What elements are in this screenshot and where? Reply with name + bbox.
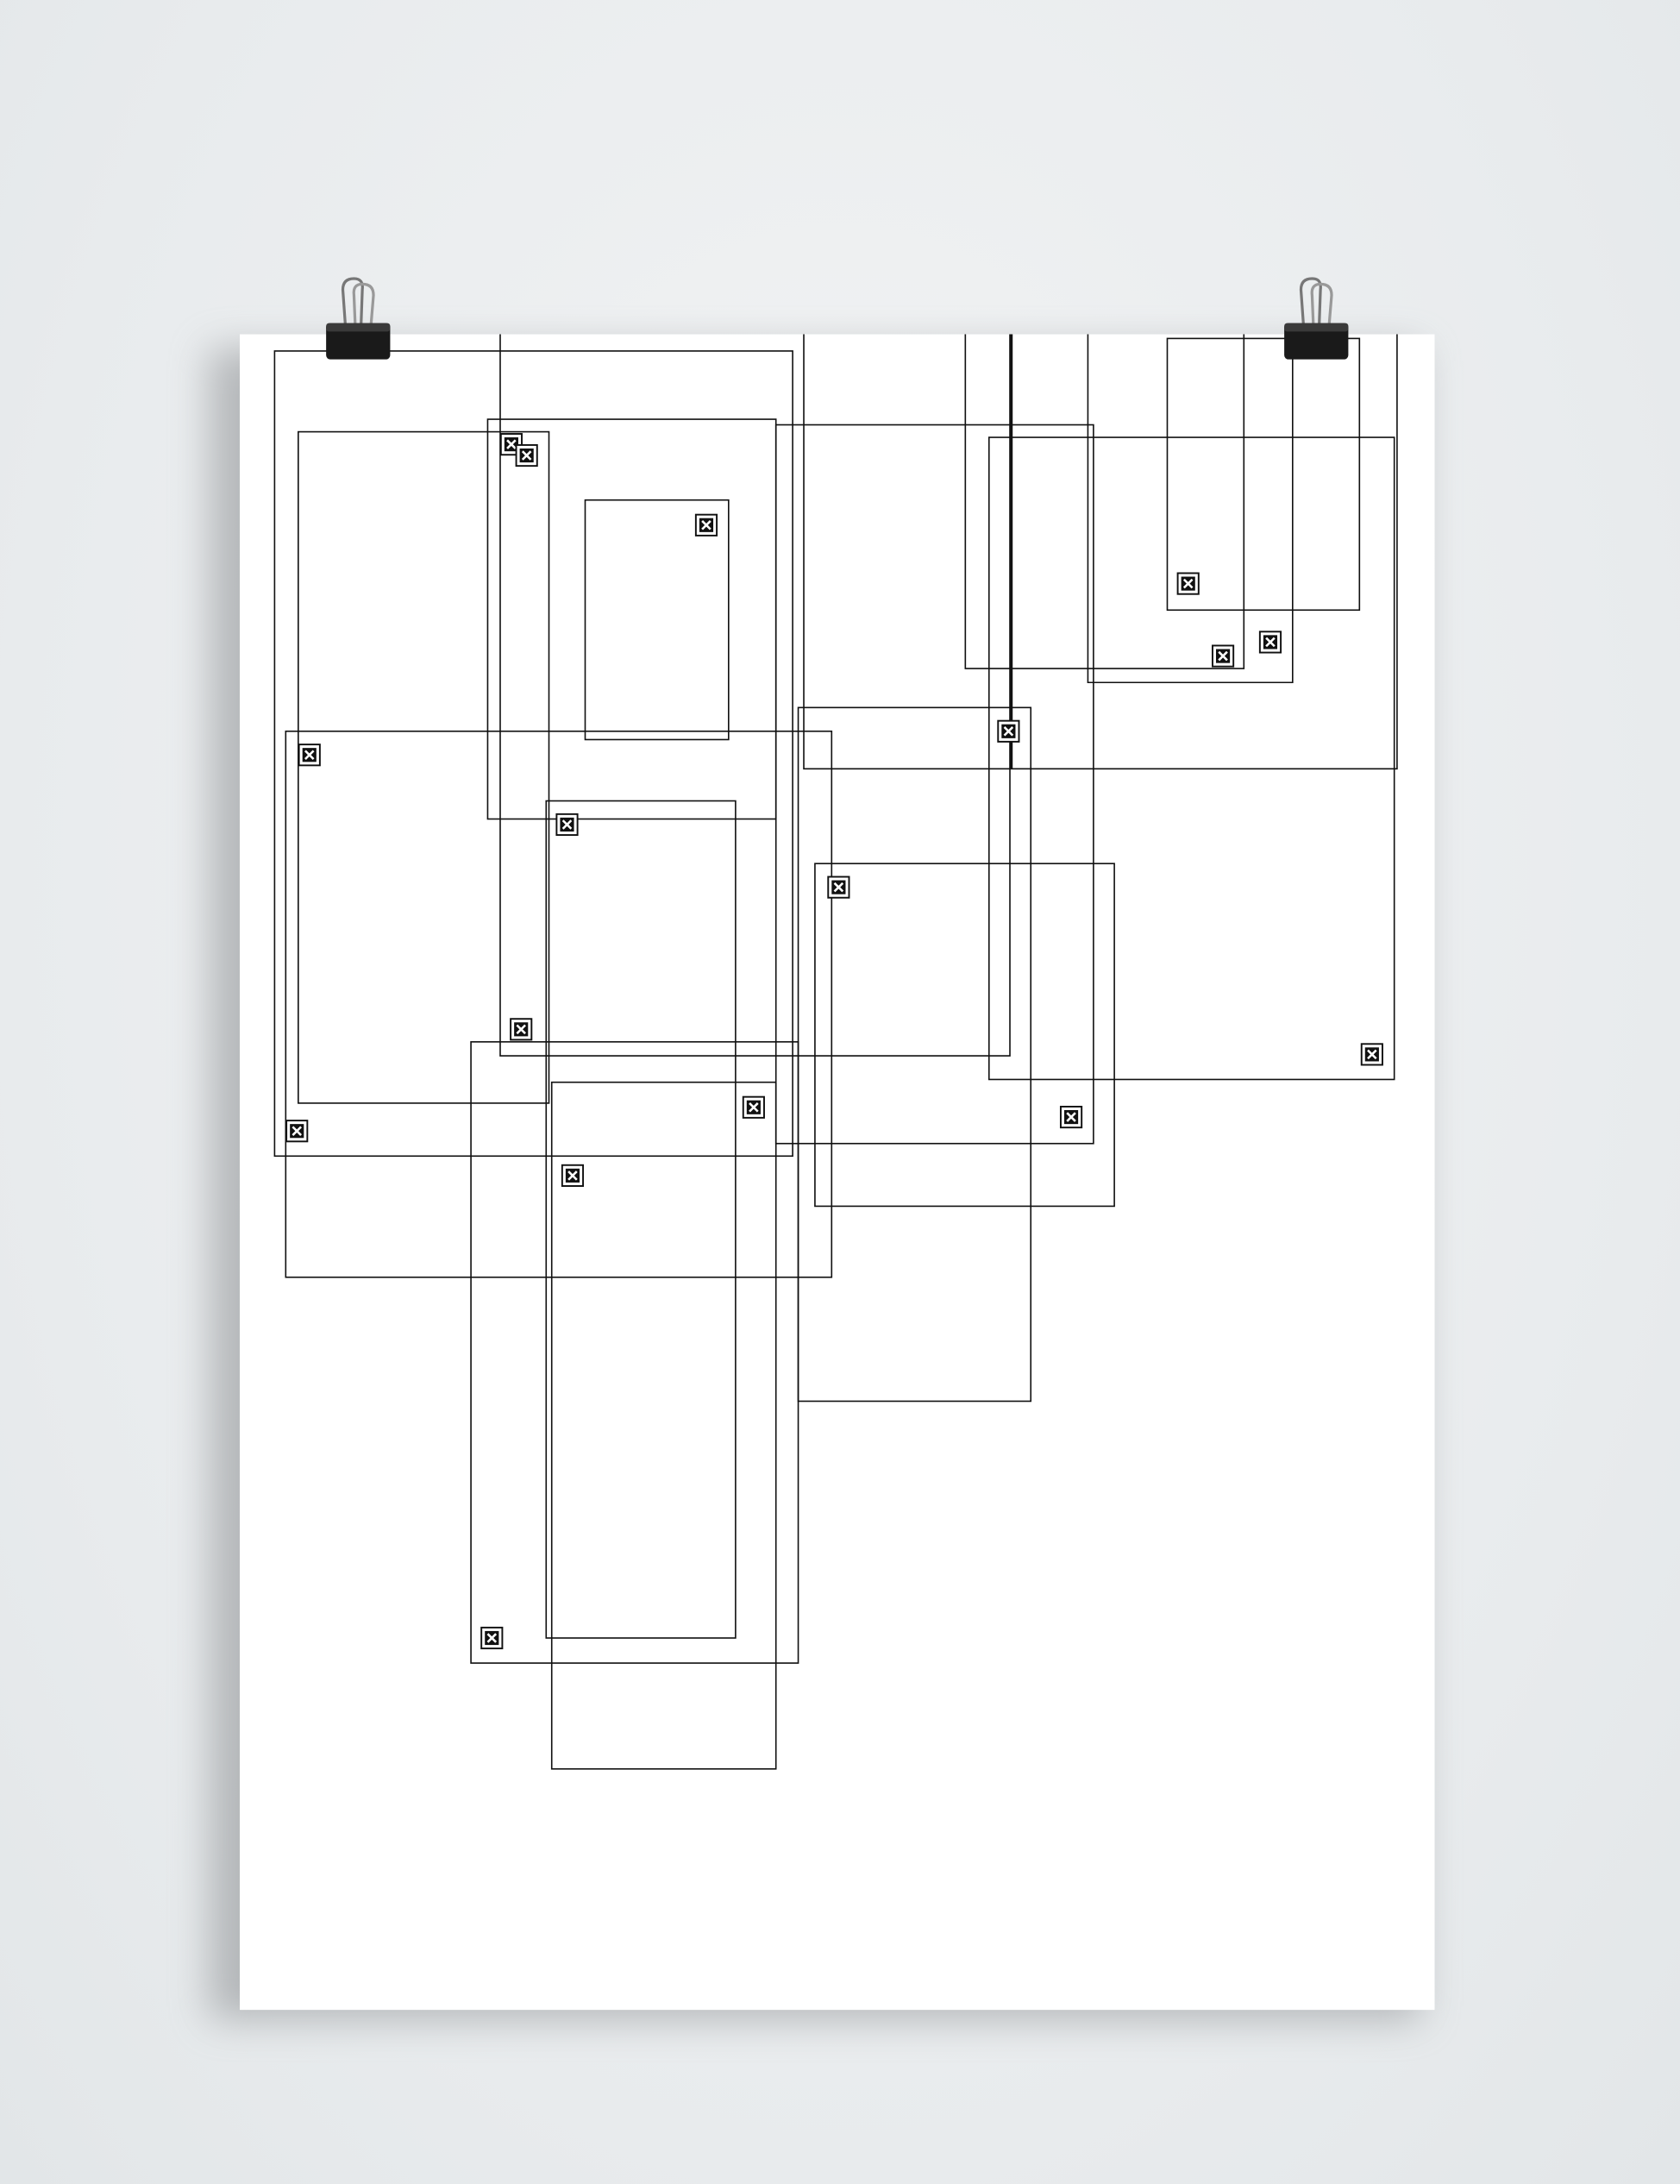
broken-image-icon xyxy=(480,1626,504,1650)
broken-image-icon xyxy=(694,513,718,537)
binder-clip-icon xyxy=(1284,277,1349,360)
broken-image-icon xyxy=(285,1120,309,1143)
broken-image-icon xyxy=(515,443,538,468)
artwork-rectangle xyxy=(814,863,1115,1208)
artwork-rectangle xyxy=(987,436,1395,1081)
artwork-rectangle xyxy=(545,800,737,1639)
broken-image-icon xyxy=(1211,644,1235,668)
broken-image-icon xyxy=(1176,572,1200,595)
broken-image-icon xyxy=(827,875,850,899)
broken-image-icon xyxy=(1360,1043,1383,1066)
broken-image-icon xyxy=(997,719,1020,743)
artwork-rectangle xyxy=(298,430,550,1104)
artwork-rectangle xyxy=(1166,337,1361,612)
broken-image-icons xyxy=(285,433,1383,1650)
artwork-rectangle xyxy=(550,1081,777,1770)
broken-image-icon xyxy=(1059,1105,1083,1129)
binder-clips xyxy=(326,277,1349,360)
poster-sheet xyxy=(240,334,1435,2011)
broken-image-icon xyxy=(298,744,321,767)
broken-image-icon xyxy=(555,813,579,837)
artwork-rectangles xyxy=(273,334,1398,1770)
artwork-rectangle xyxy=(285,730,833,1278)
artwork-rectangle xyxy=(273,350,793,1158)
artwork-frame xyxy=(803,334,1398,770)
broken-image-icon xyxy=(1258,631,1282,654)
broken-image-icon xyxy=(742,1095,765,1119)
binder-clip-icon xyxy=(326,277,391,360)
artwork-rectangle xyxy=(470,1041,799,1664)
artwork-rectangle xyxy=(584,499,730,741)
broken-image-icon xyxy=(561,1164,585,1187)
artwork-rectangle xyxy=(774,424,1094,1145)
artwork-frame xyxy=(1087,334,1294,684)
broken-image-icon xyxy=(510,1018,533,1041)
artwork-frame xyxy=(964,334,1245,669)
